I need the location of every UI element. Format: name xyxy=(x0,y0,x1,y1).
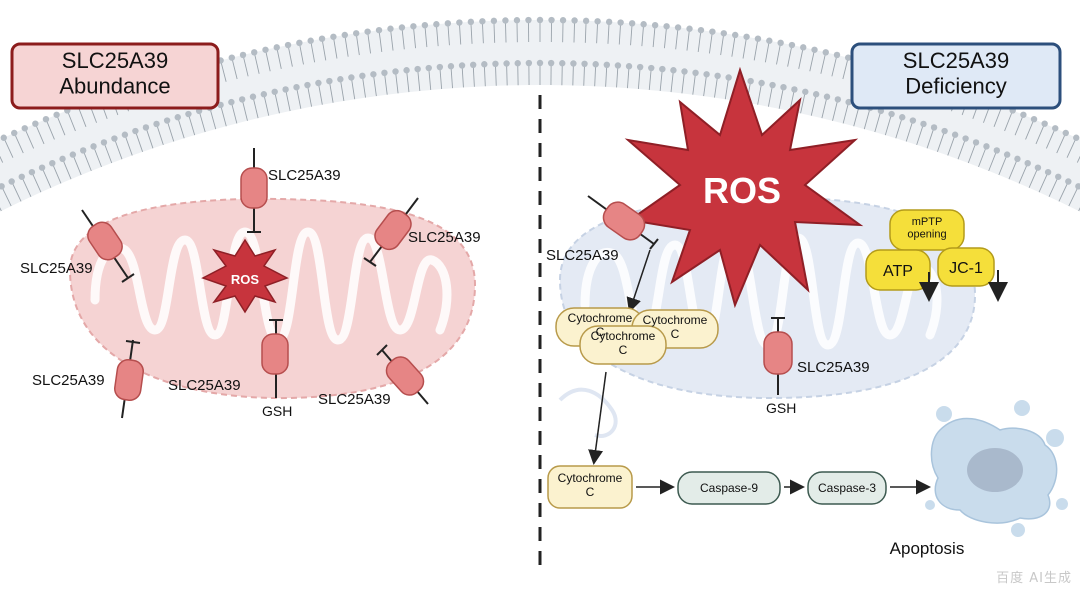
ros-label-large: ROS xyxy=(703,170,781,211)
jc1-label: JC-1 xyxy=(949,260,983,277)
transporter-label: SLC25A39 xyxy=(168,377,241,394)
transporter-label: SLC25A39 xyxy=(546,247,619,264)
transporter-label: SLC25A39 xyxy=(32,372,105,389)
atp-label: ATP xyxy=(883,263,913,280)
gsh-label: GSH xyxy=(766,400,796,416)
transporter-label: SLC25A39 xyxy=(408,229,481,246)
transporter-label: SLC25A39 xyxy=(20,260,93,277)
gsh-label: GSH xyxy=(262,403,292,419)
caspase-3-label: Caspase-3 xyxy=(818,481,876,495)
apoptotic-cell xyxy=(925,400,1068,537)
ros-label-small: ROS xyxy=(231,272,260,287)
transporter-label: SLC25A39 xyxy=(318,391,391,408)
transporter-label: SLC25A39 xyxy=(268,167,341,184)
caspase-9-label: Caspase-9 xyxy=(700,481,758,495)
watermark: 百度 AI生成 xyxy=(996,567,1072,586)
transporter-label: SLC25A39 xyxy=(797,359,870,376)
apoptosis-label: Apoptosis xyxy=(890,539,965,558)
